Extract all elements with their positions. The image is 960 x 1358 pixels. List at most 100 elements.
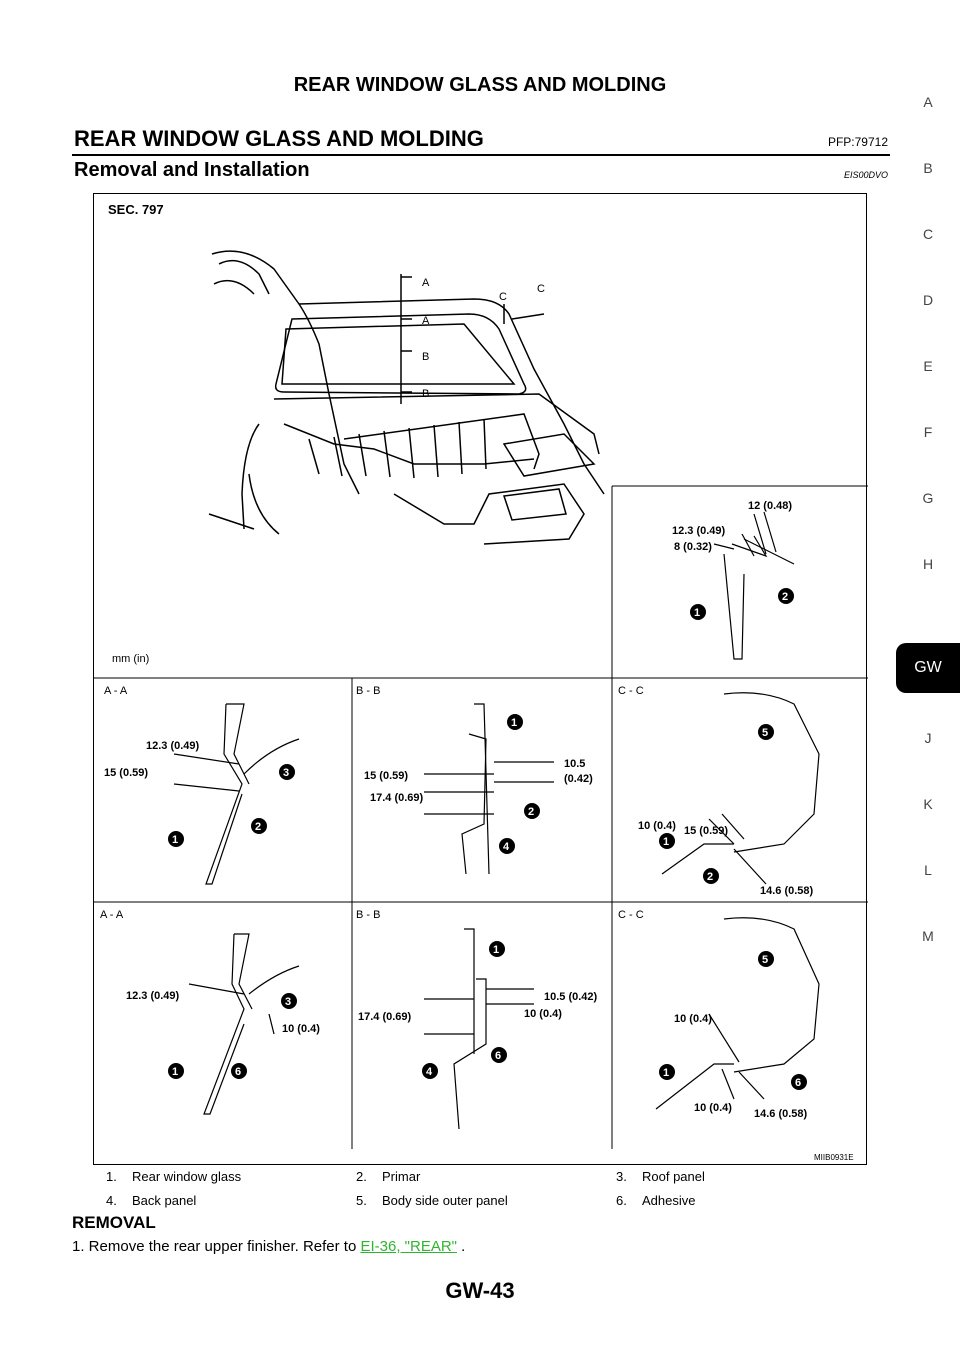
legend-row: 4. Back panel 5. Body side outer panel 6… — [106, 1193, 866, 1217]
legend-num: 2. — [356, 1169, 367, 1184]
callout-1 — [507, 714, 523, 730]
legend-row: 1. Rear window glass 2. Primar 3. Roof p… — [106, 1169, 866, 1193]
section-title: REAR WINDOW GLASS AND MOLDING — [74, 126, 484, 151]
side-index-d[interactable]: D — [922, 292, 934, 308]
svg-text:4: 4 — [426, 1066, 433, 1078]
dim-bb1-2: 17.4 (0.69) — [370, 792, 424, 804]
removal-step-1: 1. Remove the rear upper finisher. Refer… — [72, 1238, 465, 1255]
side-index-l[interactable]: L — [924, 862, 932, 878]
legend-num: 5. — [356, 1193, 367, 1208]
callout-1 — [168, 831, 184, 847]
legend-text: Adhesive — [642, 1193, 696, 1208]
dim-bb1-1: 15 (0.59) — [364, 770, 408, 782]
callout-5 — [758, 724, 774, 740]
svg-text:3: 3 — [285, 996, 291, 1008]
panel-label-bb-1: B - B — [356, 685, 380, 697]
dim-aa2-2: 10 (0.4) — [282, 1023, 320, 1035]
svg-text:6: 6 — [495, 1050, 501, 1062]
legend-num: 1. — [106, 1169, 117, 1184]
svg-text:5: 5 — [762, 727, 768, 739]
callout-5 — [758, 951, 774, 967]
callout-2 — [778, 588, 794, 604]
dim-cc2-2: 10 (0.4) — [694, 1102, 732, 1114]
dim-top-right-3: 8 (0.32) — [674, 541, 712, 553]
dim-bb1-3: 10.5 — [564, 758, 585, 770]
dim-bb2-3: 10 (0.4) — [524, 1008, 562, 1020]
callout-6 — [491, 1047, 507, 1063]
side-index-b[interactable]: B — [923, 160, 933, 176]
legend-num: 3. — [616, 1169, 627, 1184]
subsection-title: Removal and Installation — [74, 159, 310, 181]
svg-text:1: 1 — [511, 717, 517, 729]
side-index-c[interactable]: C — [922, 226, 934, 242]
callout-4 — [422, 1063, 438, 1079]
svg-text:1: 1 — [493, 944, 499, 956]
svg-text:1: 1 — [172, 1066, 178, 1078]
dim-bb2-1: 17.4 (0.69) — [358, 1011, 412, 1023]
dim-cc1-2: 15 (0.59) — [684, 825, 728, 837]
legend-text: Body side outer panel — [382, 1193, 508, 1208]
side-index: A B C D E F G H GW J K L M — [896, 70, 960, 950]
marker-b-lower: B — [422, 388, 429, 400]
callout-1 — [659, 833, 675, 849]
side-index-m[interactable]: M — [922, 928, 934, 944]
callout-4 — [499, 838, 515, 854]
legend-text: Roof panel — [642, 1169, 705, 1184]
dim-bb1-4: (0.42) — [564, 773, 593, 785]
side-index-g[interactable]: G — [922, 490, 934, 506]
callout-1 — [659, 1064, 675, 1080]
side-index-k[interactable]: K — [923, 796, 933, 812]
truck-illustration — [208, 250, 605, 545]
svg-text:2: 2 — [707, 871, 713, 883]
side-index-f[interactable]: F — [923, 424, 933, 440]
reference-code: EIS00DVO — [843, 170, 888, 180]
marker-a-upper: A — [422, 277, 430, 289]
side-index-e[interactable]: E — [923, 358, 933, 374]
legend-num: 4. — [106, 1193, 117, 1208]
page-number: GW-43 — [445, 1278, 515, 1303]
step-suffix: . — [457, 1238, 466, 1255]
svg-text:2: 2 — [255, 821, 261, 833]
callout-2 — [251, 818, 267, 834]
step-text: 1. Remove the rear upper finisher. Refer… — [72, 1238, 361, 1255]
callout-1 — [168, 1063, 184, 1079]
callout-6 — [791, 1074, 807, 1090]
legend-text: Back panel — [132, 1193, 197, 1208]
callout-2 — [703, 868, 719, 884]
side-index-a[interactable]: A — [923, 94, 933, 110]
reference-link[interactable]: EI-36, "REAR" — [360, 1238, 457, 1255]
installation-figure: A A B B C C SEC. 797 mm (in) 12 (0.48) 1… — [93, 193, 868, 1165]
svg-text:2: 2 — [782, 591, 788, 603]
figure-drawing: A A B B C C SEC. 797 mm (in) 12 (0.48) 1… — [94, 202, 868, 1162]
sec-label: SEC. 797 — [108, 202, 164, 217]
svg-text:6: 6 — [795, 1077, 801, 1089]
dim-aa1-1: 12.3 (0.49) — [146, 740, 200, 752]
dim-cc2-1: 10 (0.4) — [674, 1013, 712, 1025]
svg-text:3: 3 — [283, 767, 289, 779]
running-header: REAR WINDOW GLASS AND MOLDING — [293, 74, 667, 96]
dim-cc2-3: 14.6 (0.58) — [754, 1108, 808, 1120]
removal-heading: REMOVAL — [72, 1213, 156, 1232]
svg-text:5: 5 — [762, 954, 768, 966]
marker-a-lower: A — [422, 315, 430, 327]
side-index-j[interactable]: J — [924, 730, 932, 746]
panel-label-bb-2: B - B — [356, 909, 380, 921]
marker-c-left: C — [499, 291, 507, 303]
dim-cc1-3: 14.6 (0.58) — [760, 885, 814, 897]
svg-text:1: 1 — [663, 1067, 669, 1079]
side-index-gw-active[interactable]: GW — [896, 643, 960, 693]
panel-label-cc-2: C - C — [618, 909, 644, 921]
svg-text:6: 6 — [235, 1066, 241, 1078]
svg-text:1: 1 — [172, 834, 178, 846]
callout-1 — [489, 941, 505, 957]
callout-3 — [279, 764, 295, 780]
callout-6 — [231, 1063, 247, 1079]
panel-label-aa-2: A - A — [100, 909, 124, 921]
dim-top-right-1: 12 (0.48) — [748, 500, 792, 512]
callout-1 — [690, 604, 706, 620]
side-index-h[interactable]: H — [922, 556, 934, 572]
dim-aa2-1: 12.3 (0.49) — [126, 990, 180, 1002]
dim-aa1-2: 15 (0.59) — [104, 767, 148, 779]
legend-num: 6. — [616, 1193, 627, 1208]
unit-label: mm (in) — [112, 653, 149, 665]
